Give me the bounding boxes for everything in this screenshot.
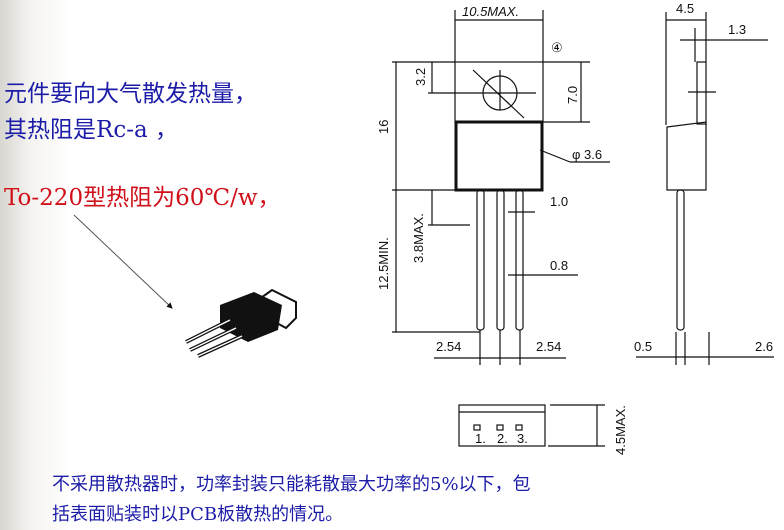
dim-7-0: 7.0	[565, 86, 580, 104]
front-view	[392, 10, 610, 365]
dim-pitch-right: 2.54	[536, 339, 561, 354]
dim-3-2: 3.2	[413, 68, 428, 86]
dim-12-5-min: 12.5MIN.	[376, 237, 391, 290]
pin-2-label: 2.	[497, 431, 508, 446]
to220-component-image	[185, 288, 297, 358]
dim-hole-dia: φ 3.6	[572, 147, 602, 162]
heading-line-1: 元件要向大气散发热量，	[4, 81, 257, 107]
dim-bottom-4-5-max: 4.5MAX.	[613, 405, 628, 455]
dim-pitch-left: 2.54	[436, 339, 461, 354]
dim-1-0: 1.0	[550, 194, 568, 209]
dim-side-0-5: 0.5	[634, 339, 652, 354]
dim-0-8: 0.8	[550, 258, 568, 273]
bottom-note-line-2: 括表面贴装时以PCB板散热的情况。	[52, 504, 344, 525]
dim-3-8-max: 3.8MAX.	[411, 213, 426, 263]
note-marker: ④	[551, 40, 563, 55]
bottom-view	[458, 404, 605, 447]
side-view	[636, 12, 774, 365]
dim-16: 16	[376, 120, 391, 134]
pin-1-label: 1.	[475, 431, 486, 446]
pointer-arrow	[73, 214, 173, 309]
bottom-note-line-1: 不采用散热器时，功率封装只能耗散最大功率的5%以下，包	[52, 474, 531, 495]
dim-side-4-5: 4.5	[676, 1, 694, 16]
dim-side-1-3: 1.3	[728, 22, 746, 37]
pin-3-label: 3.	[517, 431, 528, 446]
heading-line-2: 其热阻是Rc-a ，	[4, 117, 178, 143]
dim-side-2-6: 2.6	[755, 339, 773, 354]
dim-width-max: 10.5MAX.	[462, 4, 519, 19]
to220-thermal-resistance: To-220型热阻为60℃/w，	[4, 185, 281, 211]
